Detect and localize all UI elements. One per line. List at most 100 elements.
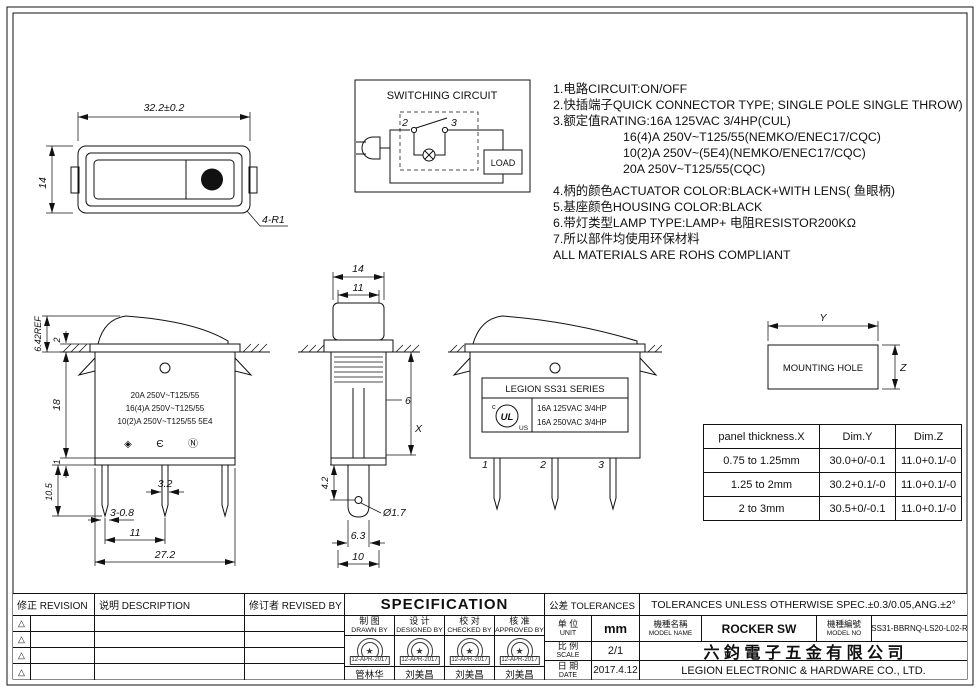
model-no-value: SS31-BBRNQ-LS20-L02-R xyxy=(872,616,967,642)
description-header: 说明 DESCRIPTION xyxy=(95,594,245,616)
note-line: 6.带灯类型LAMP TYPE:LAMP+ 电阻RESISTOR200KΩ xyxy=(553,215,856,230)
table-cell: 30.2+0.1/-0 xyxy=(819,472,896,497)
series-label: LEGION SS31 SERIES xyxy=(505,384,604,395)
panel-hatch xyxy=(300,344,325,353)
stamp-cell: ★ 12-APR-2017 xyxy=(445,636,495,667)
dim-terminal-pitch: 11 xyxy=(130,527,141,539)
panel-hatch xyxy=(449,344,465,353)
revision-mark-icon: △ xyxy=(13,632,31,648)
mount-wing xyxy=(452,356,471,376)
revision-mark-icon: △ xyxy=(13,616,31,632)
signature: 刘美昌 xyxy=(445,667,495,680)
revision-row xyxy=(95,648,245,664)
revision-row xyxy=(245,648,345,664)
revision-row xyxy=(31,632,95,648)
title-block: 修正 REVISION 说明 DESCRIPTION 修订者 REVISED B… xyxy=(13,593,967,680)
terminal-pin xyxy=(493,458,501,511)
note-line: 16(4)A 250V~T125/55(NEMKO/ENEC17/CQC) xyxy=(623,130,881,145)
cert-mark-icon: Є xyxy=(156,439,163,450)
dim-actuator-height: 6.42REF xyxy=(33,316,43,352)
revision-row xyxy=(95,632,245,648)
stamp-cell: ★ 12-APR-2017 xyxy=(495,636,545,667)
tolerance-note: TOLERANCES UNLESS OTHERWISE SPEC.±0.3/0.… xyxy=(640,594,967,616)
scale-header: 比 例 SCALE xyxy=(545,642,592,661)
revision-mark-icon: △ xyxy=(13,648,31,664)
ul-rating-1: 16A 125VAC 3/4HP xyxy=(537,404,607,413)
date-header: 日 期 DATE xyxy=(545,661,592,680)
mount-wing xyxy=(77,356,96,376)
checked-by-header: 校 对 CHECKED BY xyxy=(445,616,495,636)
panel-hatch xyxy=(647,344,663,353)
stamp-star-icon: ★ xyxy=(515,645,524,656)
dim-y: Y xyxy=(819,312,827,324)
drawn-by-header: 制 图 DRAWN BY xyxy=(345,616,395,636)
stamp-date: 12-APR-2017 xyxy=(499,656,540,665)
note-line: 5.基座颜色HOUSING COLOR:BLACK xyxy=(553,199,763,214)
cert-mark-icon: ◈ xyxy=(124,439,132,450)
note-line: 1.电路CIRCUIT:ON/OFF xyxy=(553,82,688,96)
stamp-star-icon: ★ xyxy=(465,645,474,656)
cert-mark-icon: Ⓝ xyxy=(188,438,198,450)
terminal-pin xyxy=(161,465,169,518)
dim-body-height: 18 xyxy=(51,399,63,411)
scale-value: 2/1 xyxy=(592,642,640,661)
dim-overall-width: 32.2±0.2 xyxy=(144,102,185,114)
dim-panel-x: X xyxy=(414,423,423,435)
note-line: 20A 250V~T125/55(CQC) xyxy=(623,162,766,177)
stamp-date: 12-APR-2017 xyxy=(449,656,490,665)
date-value: 2017.4.12 xyxy=(592,661,640,680)
table-cell: 30.5+0/-0.1 xyxy=(819,496,896,521)
dim-tab-width: 6.3 xyxy=(351,530,366,542)
circuit-terminal-2: 2 xyxy=(401,117,408,129)
center-front-view: 14 11 6 X 4.2 Ø1.7 6.3 xyxy=(298,263,423,568)
dim-z: Z xyxy=(899,362,907,374)
mount-wing xyxy=(234,356,253,376)
stamp-date: 12-APR-2017 xyxy=(349,656,390,665)
terminal-pin xyxy=(221,465,229,518)
unit-header: 单 位 UNIT xyxy=(545,616,592,642)
terminal-hole xyxy=(354,496,363,504)
front-view: 32.2±0.2 14 4-R1 xyxy=(37,102,288,227)
panel-hatch xyxy=(62,343,88,353)
revised-by-header: 修订者 REVISED BY xyxy=(245,594,345,616)
model-name-header: 機種名稱 MODEL NAME xyxy=(640,616,702,642)
panel-dim-table: panel thickness.X Dim.Y Dim.Z 0.75 to 1.… xyxy=(703,424,963,521)
dim-terminal-thickness: 3-0.8 xyxy=(110,507,134,519)
revision-row xyxy=(95,664,245,680)
terminal-number-1: 1 xyxy=(482,459,488,471)
mounting-hole-label: MOUNTING HOLE xyxy=(783,363,863,374)
ul-rating-2: 16A 250VAC 3/4HP xyxy=(537,418,607,427)
designed-by-header: 设 计 DESIGNED BY xyxy=(395,616,445,636)
note-line: 2.快插端子QUICK CONNECTOR TYPE; SINGLE POLE … xyxy=(553,98,963,113)
note-line: 4.柄的颜色ACTUATOR COLOR:BLACK+WITH LENS( 鱼眼… xyxy=(553,183,896,198)
ul-mark-text: UL xyxy=(501,412,514,423)
dim-terminal-length: 10.5 xyxy=(44,482,54,501)
ul-c-text: c xyxy=(492,402,496,411)
lens-dot xyxy=(201,168,223,191)
notes-block: 1.电路CIRCUIT:ON/OFF 2.快插端子QUICK CONNECTOR… xyxy=(553,81,963,263)
revision-row xyxy=(245,664,345,680)
company-name-cn: 六 鈞 電 子 五 金 有 限 公 司 xyxy=(640,642,967,661)
note-line: ALL MATERIALS ARE ROHS COMPLIANT xyxy=(553,247,791,262)
revision-mark-icon: △ xyxy=(13,664,31,680)
table-cell: 30.0+0/-0.1 xyxy=(819,448,896,473)
company-name-en: LEGION ELECTRONIC & HARDWARE CO., LTD. xyxy=(681,664,926,677)
note-line: 7.所以部件均使用环保材料 xyxy=(553,231,700,246)
panel-hatch xyxy=(242,343,268,353)
mounting-hole-view: MOUNTING HOLE Y Z xyxy=(767,312,907,390)
rocker-profile xyxy=(472,315,638,345)
housing-rating-1: 20A 250V~T125/55 xyxy=(131,391,200,400)
table-cell: 2 to 3mm xyxy=(703,496,820,521)
dim-rocker-inner: 11 xyxy=(353,282,364,294)
specification-header: SPECIFICATION xyxy=(345,594,545,616)
table-cell: 1.25 to 2mm xyxy=(703,472,820,497)
plug-icon xyxy=(361,136,381,160)
revision-row xyxy=(31,616,95,632)
stamp-star-icon: ★ xyxy=(365,645,374,656)
approved-by-header: 核 准 APPROVED BY xyxy=(495,616,545,636)
revision-row xyxy=(245,616,345,632)
dim-hole-offset: 4.2 xyxy=(320,477,330,490)
col-header-y: Dim.Y xyxy=(819,424,896,449)
revision-row xyxy=(95,616,245,632)
dim-lip: 1 xyxy=(52,459,62,464)
